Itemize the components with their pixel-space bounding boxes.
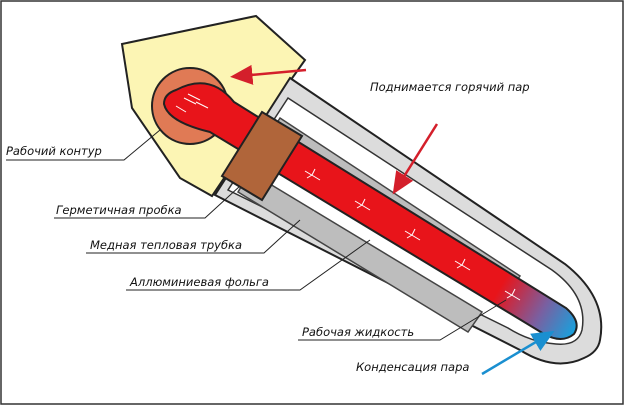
label-copper-heat-pipe: Медная тепловая трубка	[90, 238, 243, 252]
leader-lines	[6, 129, 507, 341]
label-seal-plug: Герметичная пробка	[56, 203, 182, 217]
seal-plug	[220, 110, 304, 202]
vapor-flow-arrows	[175, 93, 521, 301]
copper-heat-pipe	[162, 82, 578, 340]
label-vapor-condensation: Конденсация пара	[356, 360, 470, 374]
label-working-circuit: Рабочий контур	[6, 144, 102, 158]
blue-arrow	[481, 330, 555, 376]
red-arrow	[230, 64, 307, 85]
label-hot-vapor: Поднимается горячий пар	[370, 80, 530, 94]
label-aluminum-foil: Аллюминиевая фольга	[130, 275, 269, 289]
red-arrow-down	[392, 123, 439, 195]
label-working-fluid: Рабочая жидкость	[302, 325, 415, 339]
